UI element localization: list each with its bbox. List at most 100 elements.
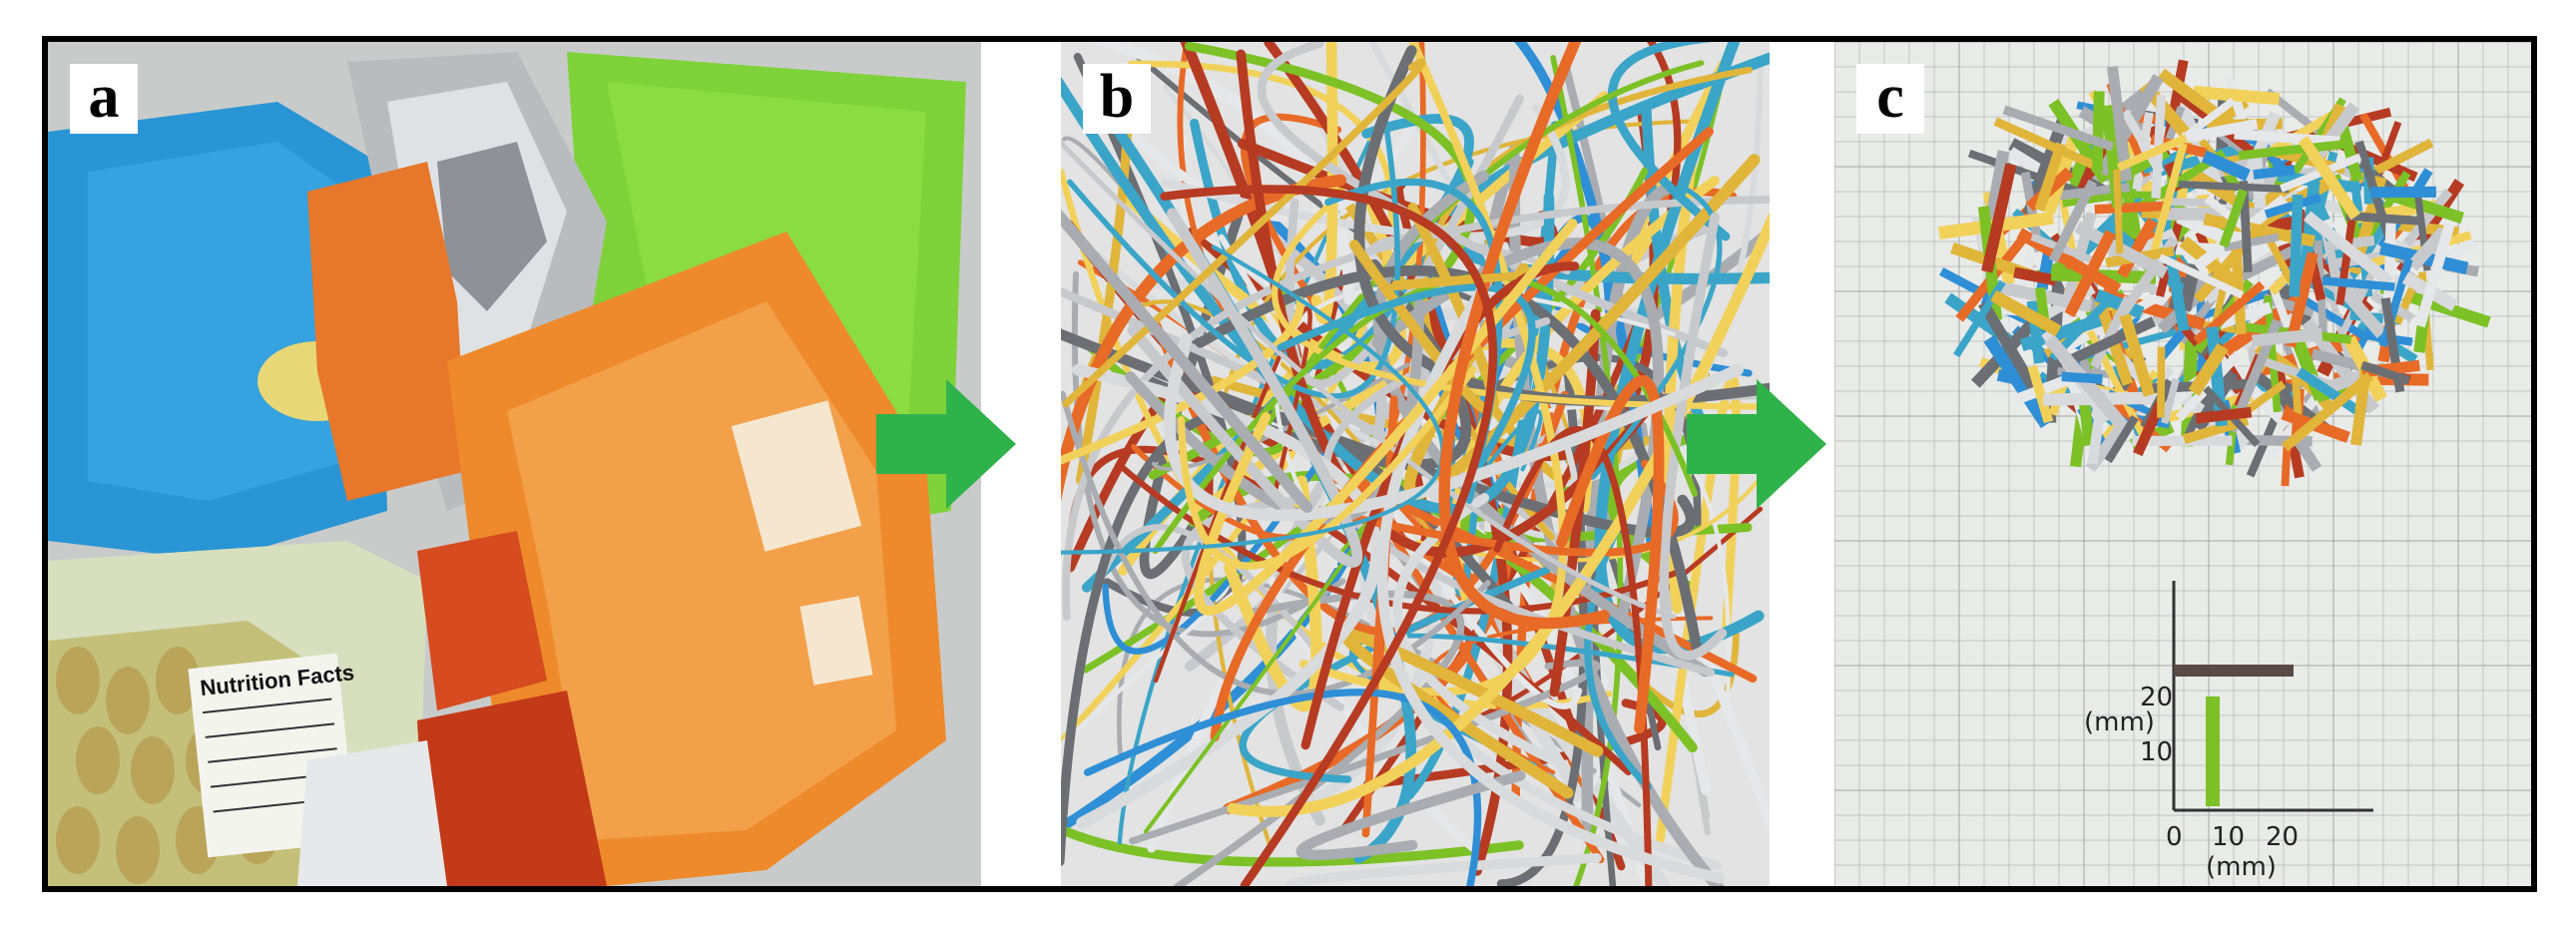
short-strip bbox=[2183, 415, 2250, 444]
short-strip bbox=[2219, 189, 2249, 248]
shredded-strip bbox=[1265, 222, 1712, 826]
short-strip bbox=[2107, 66, 2133, 182]
short-strip bbox=[2265, 107, 2342, 158]
short-strip bbox=[2201, 150, 2251, 182]
panel-b-shredded-strips-photo: b bbox=[1061, 42, 1770, 886]
short-strip bbox=[2338, 285, 2386, 338]
short-strip bbox=[2234, 129, 2340, 147]
shredded-strip bbox=[1088, 42, 1355, 305]
short-strip bbox=[2402, 188, 2453, 247]
short-strip bbox=[2345, 211, 2422, 226]
shredded-strip bbox=[1160, 185, 1498, 886]
reference-strip-vertical bbox=[2206, 697, 2220, 806]
shredded-strip bbox=[1659, 212, 1728, 661]
short-strip bbox=[1978, 299, 2041, 395]
y-tick-10: 10 bbox=[2140, 737, 2173, 767]
panel-label-a: a bbox=[70, 64, 138, 134]
short-strip bbox=[2195, 406, 2253, 424]
x-tick-0: 0 bbox=[2166, 822, 2183, 852]
short-strip bbox=[2002, 105, 2115, 152]
shredded-strip bbox=[1127, 208, 1363, 568]
short-strip bbox=[2027, 364, 2054, 424]
short-strip bbox=[2013, 266, 2057, 286]
short-strip bbox=[2158, 253, 2245, 299]
x-tick-10: 10 bbox=[2212, 822, 2245, 852]
panel-c-short-strips-on-grid: 20 10 (mm) 0 10 20 (mm) c bbox=[1834, 42, 2531, 886]
shredded-strip bbox=[1061, 296, 1304, 465]
shredded-strip bbox=[1194, 219, 1578, 616]
shredded-strip bbox=[1257, 42, 1729, 357]
short-strip bbox=[2161, 377, 2180, 425]
shredded-strip bbox=[1067, 104, 1401, 399]
short-strip bbox=[2291, 374, 2303, 423]
short-strip bbox=[2321, 276, 2395, 291]
short-strip bbox=[2178, 180, 2290, 194]
shredded-strip bbox=[1081, 83, 1416, 223]
short-strip bbox=[2212, 268, 2232, 325]
short-strip bbox=[2091, 91, 2105, 173]
short-strip bbox=[2335, 118, 2363, 183]
short-strip bbox=[2264, 294, 2282, 413]
shredded-strip bbox=[1353, 45, 1770, 407]
short-strip bbox=[2193, 85, 2281, 106]
short-strip bbox=[2289, 194, 2304, 297]
shredded-strip bbox=[1164, 332, 1744, 522]
panel-a-packaging-photo: Nutrition Facts a bbox=[48, 42, 981, 886]
shredded-strip bbox=[1584, 518, 1653, 791]
short-strip bbox=[2188, 342, 2229, 396]
short-strip bbox=[2116, 134, 2189, 172]
shredded-strip bbox=[1061, 244, 1445, 555]
shredded-strip bbox=[1295, 770, 1526, 860]
short-strip bbox=[2252, 327, 2323, 347]
short-strip bbox=[2150, 142, 2188, 252]
short-strip bbox=[2157, 346, 2166, 418]
short-strip bbox=[2119, 313, 2155, 397]
process-arrow-b-to-c bbox=[1687, 379, 1826, 509]
short-strip bbox=[2238, 140, 2344, 161]
short-strip bbox=[2360, 360, 2410, 385]
short-strip bbox=[2296, 367, 2367, 420]
short-strip bbox=[2407, 227, 2449, 271]
short-strip bbox=[2049, 294, 2114, 361]
scale-drawing: 20 10 (mm) 0 10 20 (mm) bbox=[2084, 581, 2373, 882]
shredded-strip bbox=[1271, 204, 1770, 410]
short-strip bbox=[1983, 334, 2052, 429]
shredded-strip bbox=[1061, 823, 1524, 867]
figure-frame: Nutrition Facts a b bbox=[42, 36, 2537, 892]
shredded-strip bbox=[1656, 374, 1741, 844]
y-unit-label: (mm) bbox=[2084, 707, 2155, 737]
short-strip bbox=[2175, 350, 2243, 422]
short-strip bbox=[2113, 169, 2124, 254]
shredded-strip bbox=[1227, 211, 1770, 817]
short-strip bbox=[2172, 97, 2236, 149]
panel-label-b: b bbox=[1083, 64, 1151, 134]
short-strip bbox=[2064, 230, 2117, 318]
short-strip bbox=[2169, 89, 2230, 201]
short-strip bbox=[2223, 233, 2280, 252]
short-strip bbox=[2022, 118, 2069, 218]
short-strip bbox=[2298, 136, 2360, 221]
short-strip bbox=[2204, 195, 2252, 234]
short-strip bbox=[2414, 222, 2455, 328]
x-unit-label: (mm) bbox=[2206, 852, 2277, 882]
short-strip bbox=[2281, 371, 2373, 452]
short-strip bbox=[2020, 171, 2044, 252]
shredded-strip bbox=[1223, 475, 1322, 712]
short-strip bbox=[2303, 211, 2394, 287]
reference-strip-horizontal bbox=[2174, 665, 2294, 677]
shredded-strip bbox=[1362, 699, 1667, 789]
shredded-strip bbox=[1556, 375, 1665, 734]
short-strip bbox=[2182, 119, 2259, 144]
short-strip bbox=[2048, 179, 2098, 263]
short-strip bbox=[2227, 318, 2283, 433]
shredded-strip bbox=[1438, 42, 1610, 630]
shredded-strip bbox=[1061, 139, 1677, 620]
shredded-strip bbox=[1670, 606, 1770, 835]
y-tick-20: 20 bbox=[2140, 683, 2173, 712]
short-strip bbox=[2034, 142, 2067, 213]
short-strip bbox=[2163, 198, 2220, 208]
grid-paper-photo: 20 10 (mm) 0 10 20 (mm) bbox=[1834, 42, 2531, 886]
short-strip bbox=[1981, 163, 2017, 273]
packaging-photo: Nutrition Facts bbox=[48, 42, 981, 886]
shredded-strip bbox=[1177, 366, 1477, 570]
